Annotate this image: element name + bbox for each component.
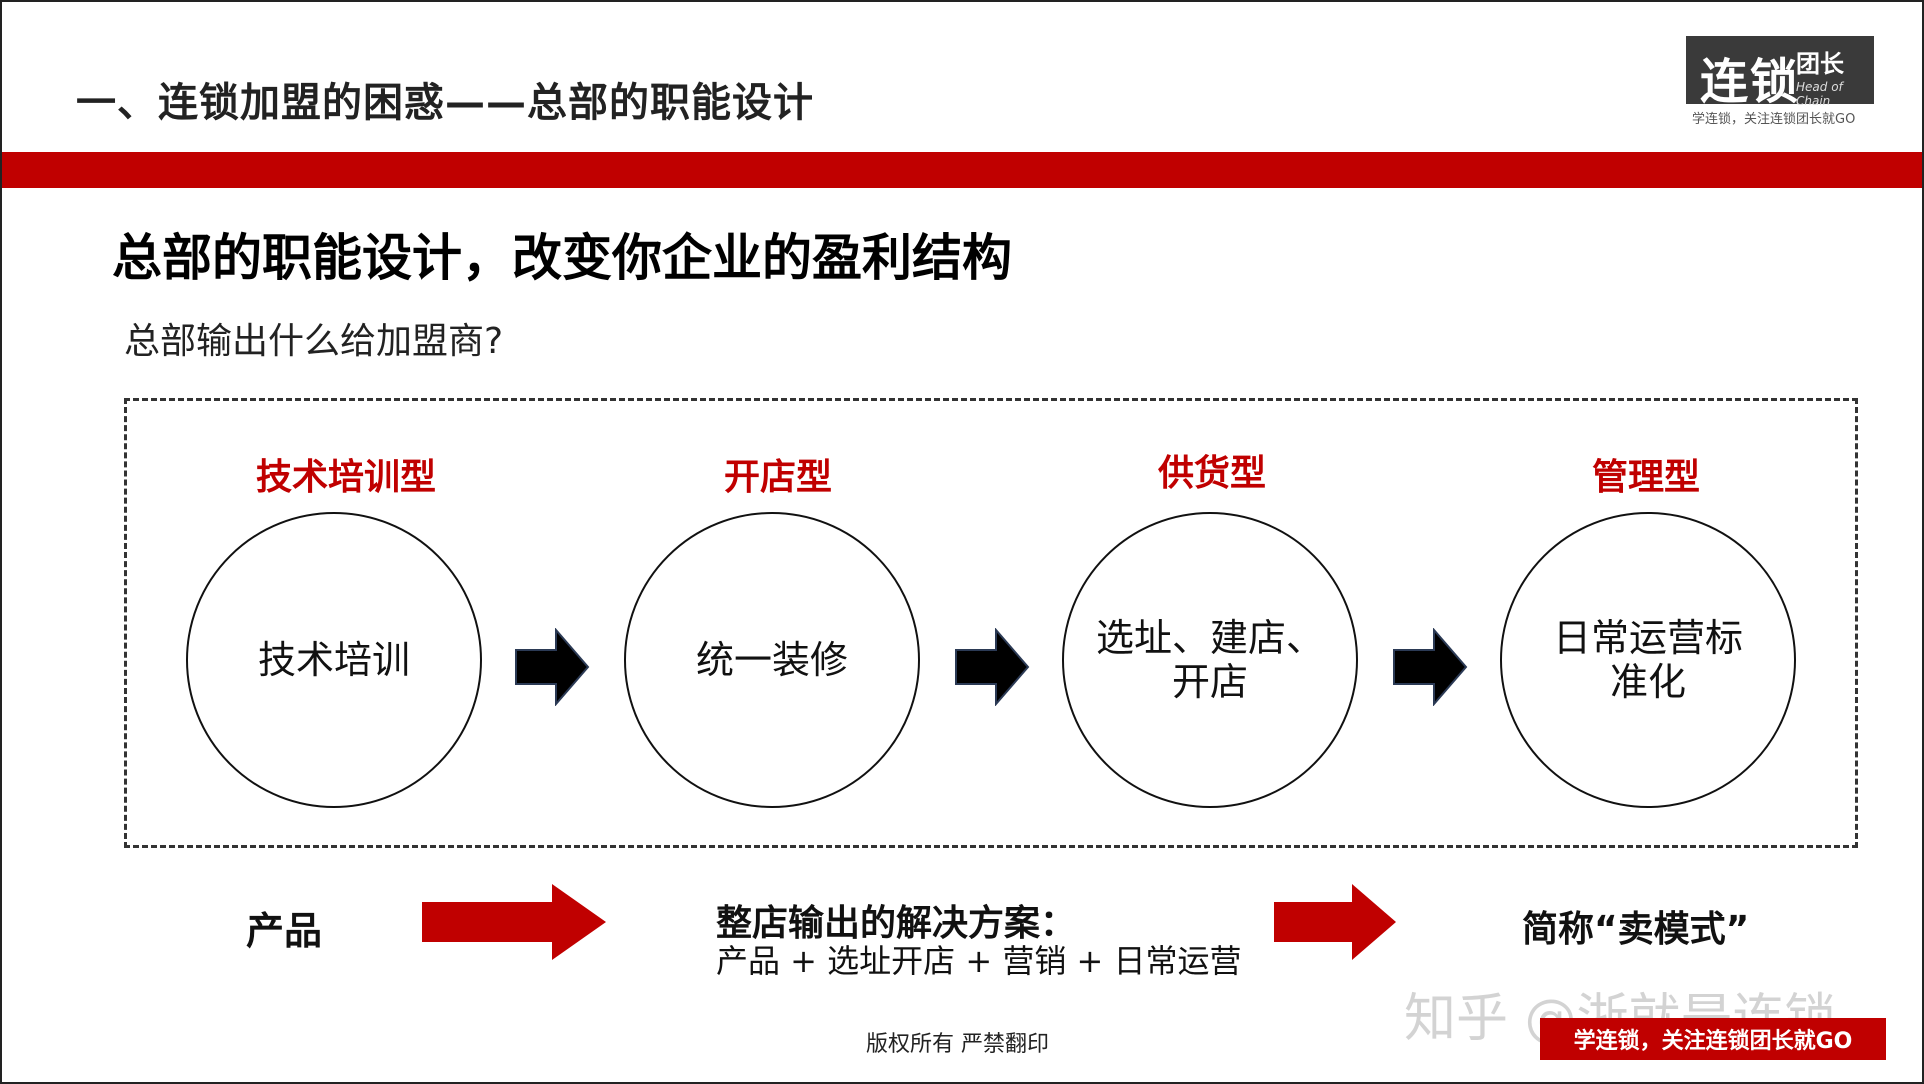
stage-type-label: 技术培训型 (255, 457, 436, 498)
question-text: 总部输出什么给加盟商? (124, 321, 504, 362)
stage-circle: 技术培训 (186, 512, 482, 808)
stage-content: 日常运营标 准化 (1552, 616, 1743, 704)
stage-type-label: 开店型 (723, 457, 832, 498)
stage-circle: 选址、建店、 开店 (1062, 512, 1358, 808)
logo-side-text: 团长 (1796, 50, 1844, 78)
stages-container (124, 398, 1858, 848)
black-right-arrow-icon (1393, 628, 1468, 706)
nickname-text: 简称“卖模式” (1522, 909, 1750, 950)
logo-english-text: Head of Chain (1796, 80, 1843, 108)
black-right-arrow-icon (515, 628, 590, 706)
red-right-arrow-icon (1274, 884, 1396, 960)
logo: 连锁 团长 Head of Chain (1686, 36, 1874, 110)
solution-title: 整店输出的解决方案： (716, 903, 1077, 944)
solution-detail: 产品 + 选址开店 + 营销 + 日常运营 (716, 942, 1242, 980)
red-right-arrow-icon (422, 884, 606, 960)
main-title: 总部的职能设计，改变你企业的盈利结构 (112, 229, 1012, 287)
stage-type-label: 管理型 (1591, 457, 1700, 498)
logo-main-text: 连锁 (1700, 54, 1801, 110)
header-red-band (2, 152, 1922, 188)
logo-subtitle: 学连锁，关注连锁团长就GO (1692, 112, 1856, 127)
product-label: 产品 (246, 909, 323, 953)
stage-circle: 日常运营标 准化 (1500, 512, 1796, 808)
stage-content: 统一装修 (695, 638, 848, 682)
copyright-notice: 版权所有 严禁翻印 (866, 1032, 1049, 1057)
stage-circle: 统一装修 (624, 512, 920, 808)
stage-content: 技术培训 (257, 638, 410, 682)
stage-content: 选址、建店、 开店 (1095, 616, 1324, 704)
black-right-arrow-icon (955, 628, 1030, 706)
header-title: 一、连锁加盟的困惑——总部的职能设计 (76, 80, 814, 126)
stage-type-label: 供货型 (1157, 453, 1266, 494)
promo-banner: 学连锁，关注连锁团长就GO (1540, 1018, 1886, 1060)
